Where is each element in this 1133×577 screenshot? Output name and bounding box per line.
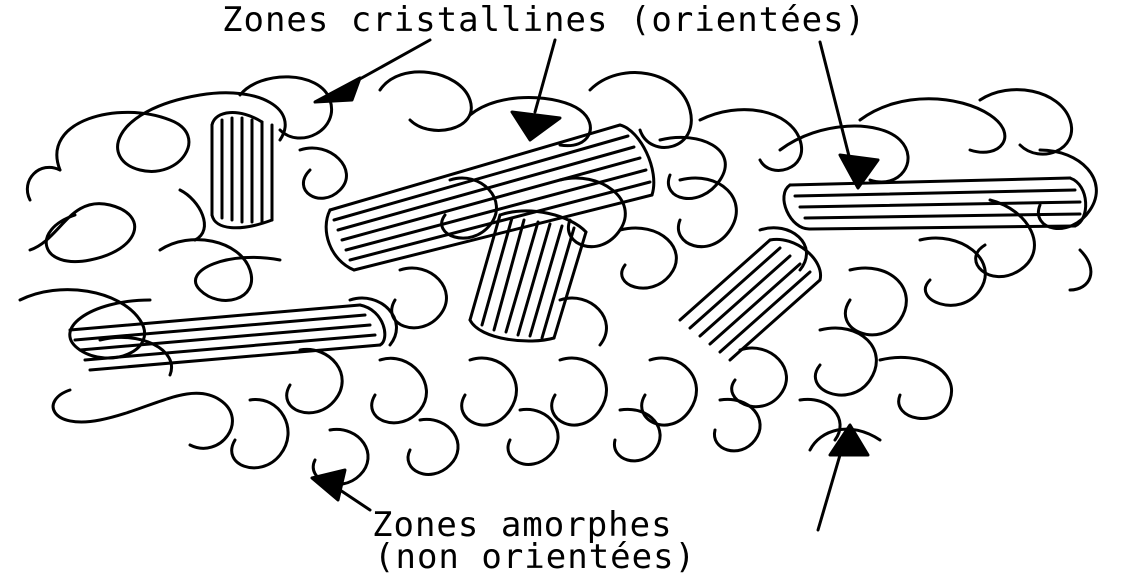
amorphous-zones-sublabel: (non orientées): [374, 537, 696, 577]
arrowhead-icon: [315, 78, 360, 102]
arrowhead-icon: [512, 112, 560, 140]
arrow-to-amorphous-right: [818, 455, 840, 530]
crystalline-lamella-1: [212, 113, 272, 228]
arrow-to-amorphous-left: [340, 490, 370, 510]
crystalline-lamella-5: [680, 239, 821, 360]
arrow-to-right-zone: [820, 42, 850, 160]
crystalline-lamella-4: [70, 305, 385, 370]
crystalline-zones-label: Zones cristallines (orientées): [222, 0, 866, 40]
arrow-to-center-zone: [535, 40, 555, 112]
pointer-arrows: [312, 40, 878, 530]
